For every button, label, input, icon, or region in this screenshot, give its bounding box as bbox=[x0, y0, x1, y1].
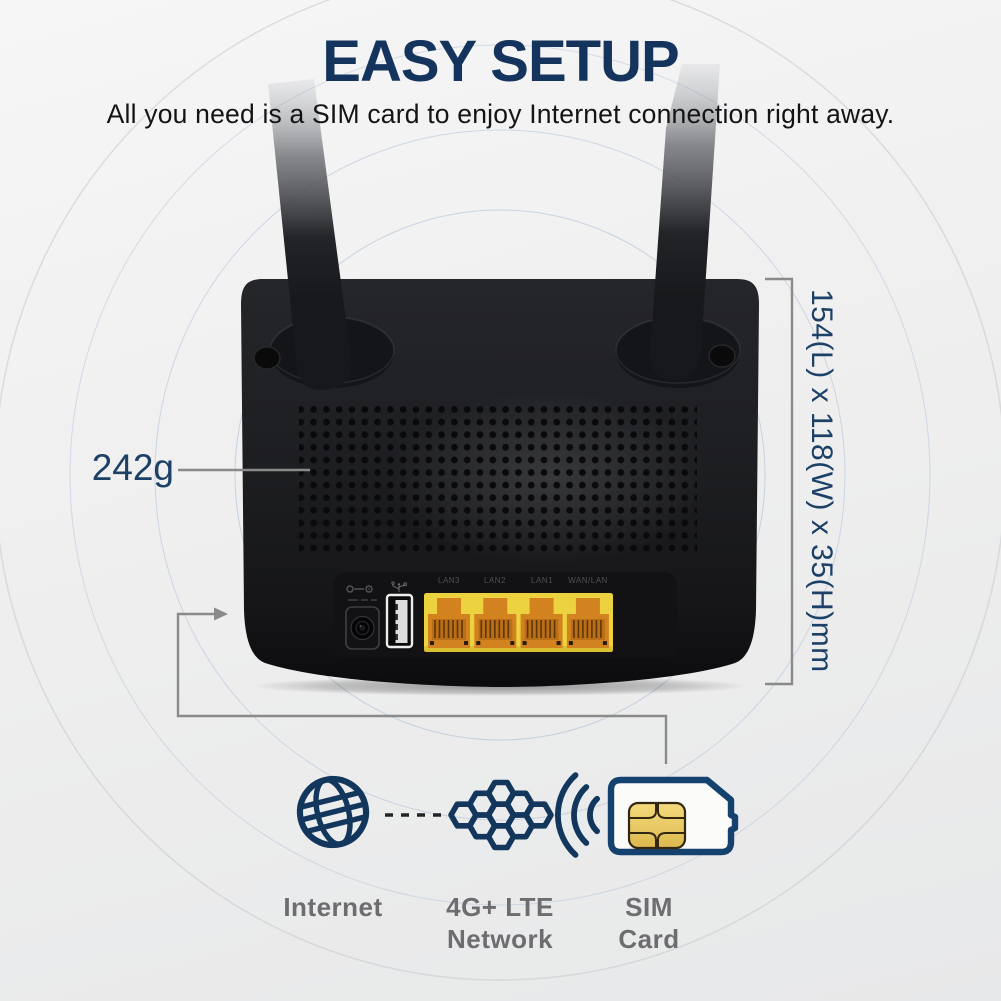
page-subtitle: All you need is a SIM card to enjoy Inte… bbox=[106, 99, 895, 129]
power-barrel-ring bbox=[355, 620, 370, 636]
flow-connector-line bbox=[176, 607, 668, 764]
sim-card-label: SIM Card bbox=[618, 892, 680, 954]
ethernet-block bbox=[424, 593, 613, 652]
power-pin-highlight bbox=[359, 625, 362, 627]
port-label-lan1: LAN1 bbox=[530, 576, 554, 585]
sim-chip-contacts bbox=[629, 803, 685, 848]
ethernet-block-shade bbox=[424, 646, 613, 652]
hexagon bbox=[526, 804, 551, 826]
power-bezel bbox=[345, 606, 380, 650]
honeycomb-icon bbox=[451, 783, 551, 848]
network-label: 4G+ LTE Network bbox=[446, 892, 554, 954]
usb-port bbox=[385, 581, 414, 649]
usb-contacts bbox=[395, 604, 398, 640]
signal-circle bbox=[154, 129, 846, 821]
dimension-bracket bbox=[765, 277, 794, 686]
signal-circle bbox=[234, 209, 766, 741]
ethernet-ports bbox=[424, 593, 613, 652]
signal-waves-icon bbox=[555, 772, 600, 858]
ethernet-port-3 bbox=[520, 598, 563, 648]
port-label-lan2: LAN2 bbox=[483, 576, 507, 585]
power-port bbox=[345, 585, 380, 650]
antenna-left bbox=[268, 79, 352, 391]
power-polarity-icon bbox=[346, 585, 373, 593]
port-label-lan3: LAN3 bbox=[437, 576, 461, 585]
internet-label: Internet bbox=[283, 892, 383, 922]
weight-label: 242g bbox=[91, 447, 174, 488]
router-image bbox=[241, 64, 759, 696]
screw-hole-right bbox=[708, 344, 736, 368]
globe-icon bbox=[296, 775, 370, 849]
port-label-wan: WAN/LAN bbox=[568, 576, 608, 585]
sim-card-icon bbox=[607, 776, 739, 856]
ethernet-port-wan bbox=[566, 598, 609, 648]
screw-hole-left bbox=[253, 346, 281, 370]
ethernet-port-1 bbox=[428, 598, 470, 648]
usb-icon bbox=[391, 581, 408, 592]
page-title: EASY SETUP bbox=[322, 29, 679, 94]
ventilation-holes bbox=[299, 406, 697, 557]
ethernet-port-2 bbox=[474, 598, 517, 648]
connector-arrowhead bbox=[214, 607, 228, 621]
signal-circle bbox=[69, 44, 931, 906]
antenna-right bbox=[650, 64, 720, 380]
usb-tongue bbox=[395, 600, 408, 643]
dimensions-label: 154(L) x 118(W) x 35(H)mm bbox=[805, 289, 838, 673]
